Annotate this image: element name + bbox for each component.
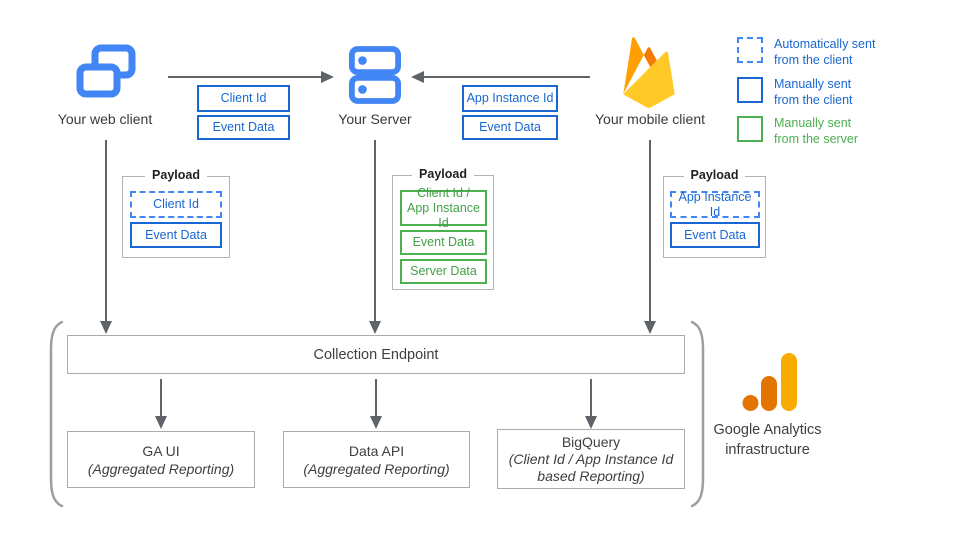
ga-infrastructure-line1: Google Analytics [713,422,822,438]
google-analytics-logo [742,353,797,411]
payload-title-web: Payload [145,168,207,182]
legend-manual-client-line2: from the client [774,93,853,107]
arrowhead-web-to-server [321,71,334,83]
payload-group-mobile: Payload App Instance Id Event Data [663,168,766,258]
right-bracket [690,320,705,508]
payload-web-client-id: Client Id [130,191,222,218]
collection-endpoint-label: Collection Endpoint [313,346,439,363]
legend-auto-line1: Automatically sent [774,37,876,51]
arrowhead-mobile-down [644,321,656,334]
arrow-mobile-down [649,140,651,322]
arrow-web-down [105,140,107,322]
legend-auto-line2: from the client [774,53,853,67]
bigquery-box: BigQuery (Client Id / App Instance Id ba… [497,429,685,489]
ga-ui-title: GA UI [142,442,180,459]
payload-web-event-data: Event Data [130,222,222,248]
arrowhead-to-data-api [370,416,382,429]
legend-item-manual-server: Manually sent from the server [737,116,858,147]
payload-title-server: Payload [412,167,474,181]
payload-mobile-app-instance-id: App Instance Id [670,190,760,219]
ga-infrastructure-label: Google Analytics infrastructure [690,420,845,460]
arrow-to-bigquery [590,379,592,416]
overlapping-windows-icon [76,44,136,98]
payload-server-server-data: Server Data [400,259,487,284]
payload-mobile-event-data: Event Data [670,222,760,248]
data-api-subtitle: (Aggregated Reporting) [303,460,450,477]
ga-infrastructure-line2: infrastructure [725,442,810,458]
legend-swatch-solid-green [737,116,763,142]
mobile-client-label: Your mobile client [595,111,705,127]
arrow-to-data-api [375,379,377,416]
collection-endpoint-box: Collection Endpoint [67,335,685,374]
payload-title-mobile: Payload [683,168,746,182]
payload-server-ids: Client Id / App Instance Id [400,186,487,230]
ga-ui-subtitle: (Aggregated Reporting) [87,460,235,477]
server-stack-icon [349,46,401,104]
arrowhead-to-bigquery [585,416,597,429]
legend-manual-server-line1: Manually sent [774,116,852,130]
legend-swatch-dashed-blue [737,37,763,63]
arrow-mobile-to-server [424,76,590,78]
arrow-to-ga-ui [160,379,162,416]
bigquery-subtitle-line1: (Client Id / App Instance Id [508,450,674,467]
payload-group-server: Payload Client Id / App Instance Id Even… [392,167,494,290]
bigquery-title: BigQuery [561,433,621,450]
tag-event-data-web: Event Data [197,115,290,140]
arrowhead-web-down [100,321,112,334]
bigquery-subtitle-line2: based Reporting) [537,467,645,484]
firebase-flame-icon [623,37,675,108]
left-bracket [49,320,64,508]
ga-ui-box: GA UI (Aggregated Reporting) [67,431,255,488]
legend-swatch-solid-blue [737,77,763,103]
arrow-server-down [374,140,376,322]
arrow-web-to-server [168,76,322,78]
data-api-box: Data API (Aggregated Reporting) [283,431,470,488]
payload-server-ids-line2: App Instance Id [407,200,480,230]
payload-server-event-data: Event Data [400,230,487,255]
tag-event-data-mobile: Event Data [462,115,558,140]
legend-manual-server-line2: from the server [774,132,859,146]
legend-item-auto-client: Automatically sent from the client [737,37,875,68]
tag-client-id: Client Id [197,85,290,112]
web-client-label: Your web client [57,111,153,127]
tag-app-instance-id: App Instance Id [462,85,558,112]
legend-item-manual-client: Manually sent from the client [737,77,853,108]
server-label: Your Server [338,111,412,127]
payload-group-web: Payload Client Id Event Data [122,168,230,258]
payload-server-ids-line1: Client Id / [417,185,470,200]
arrowhead-to-ga-ui [155,416,167,429]
legend-manual-client-line1: Manually sent [774,77,852,91]
arrowhead-mobile-to-server [411,71,424,83]
data-api-title: Data API [348,442,405,459]
arrowhead-server-down [369,321,381,334]
